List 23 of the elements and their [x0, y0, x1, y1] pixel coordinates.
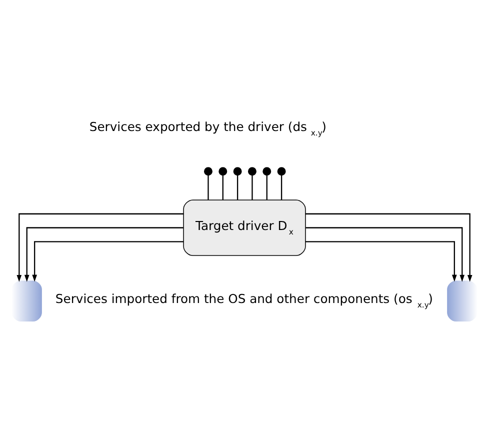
- arrow: [305, 212, 472, 282]
- connector: [266, 174, 268, 200]
- arrow: [306, 226, 465, 282]
- node-circle: [262, 166, 272, 176]
- connector: [280, 174, 282, 200]
- node-box: [446, 279, 478, 322]
- arrow: [16, 212, 184, 282]
- node-box: [11, 279, 43, 322]
- arrow: [32, 240, 184, 282]
- node-circle: [218, 166, 228, 176]
- node-circle: [204, 166, 212, 176]
- connector: [236, 174, 238, 200]
- label: Services exported by the driver (ds$_{x.y}$): [89, 120, 326, 138]
- node-box: Target driver D$_{x}$: [183, 199, 306, 256]
- node-circle: [248, 166, 256, 176]
- arrow: [24, 226, 184, 282]
- connector: [208, 174, 209, 200]
- connector: [252, 174, 253, 200]
- label: Services imported from the OS and other components (os$_{x.y}$): [55, 292, 433, 310]
- node-circle: [277, 166, 286, 176]
- node-circle: [233, 166, 242, 176]
- connector: [222, 174, 224, 200]
- arrow: [306, 240, 457, 282]
